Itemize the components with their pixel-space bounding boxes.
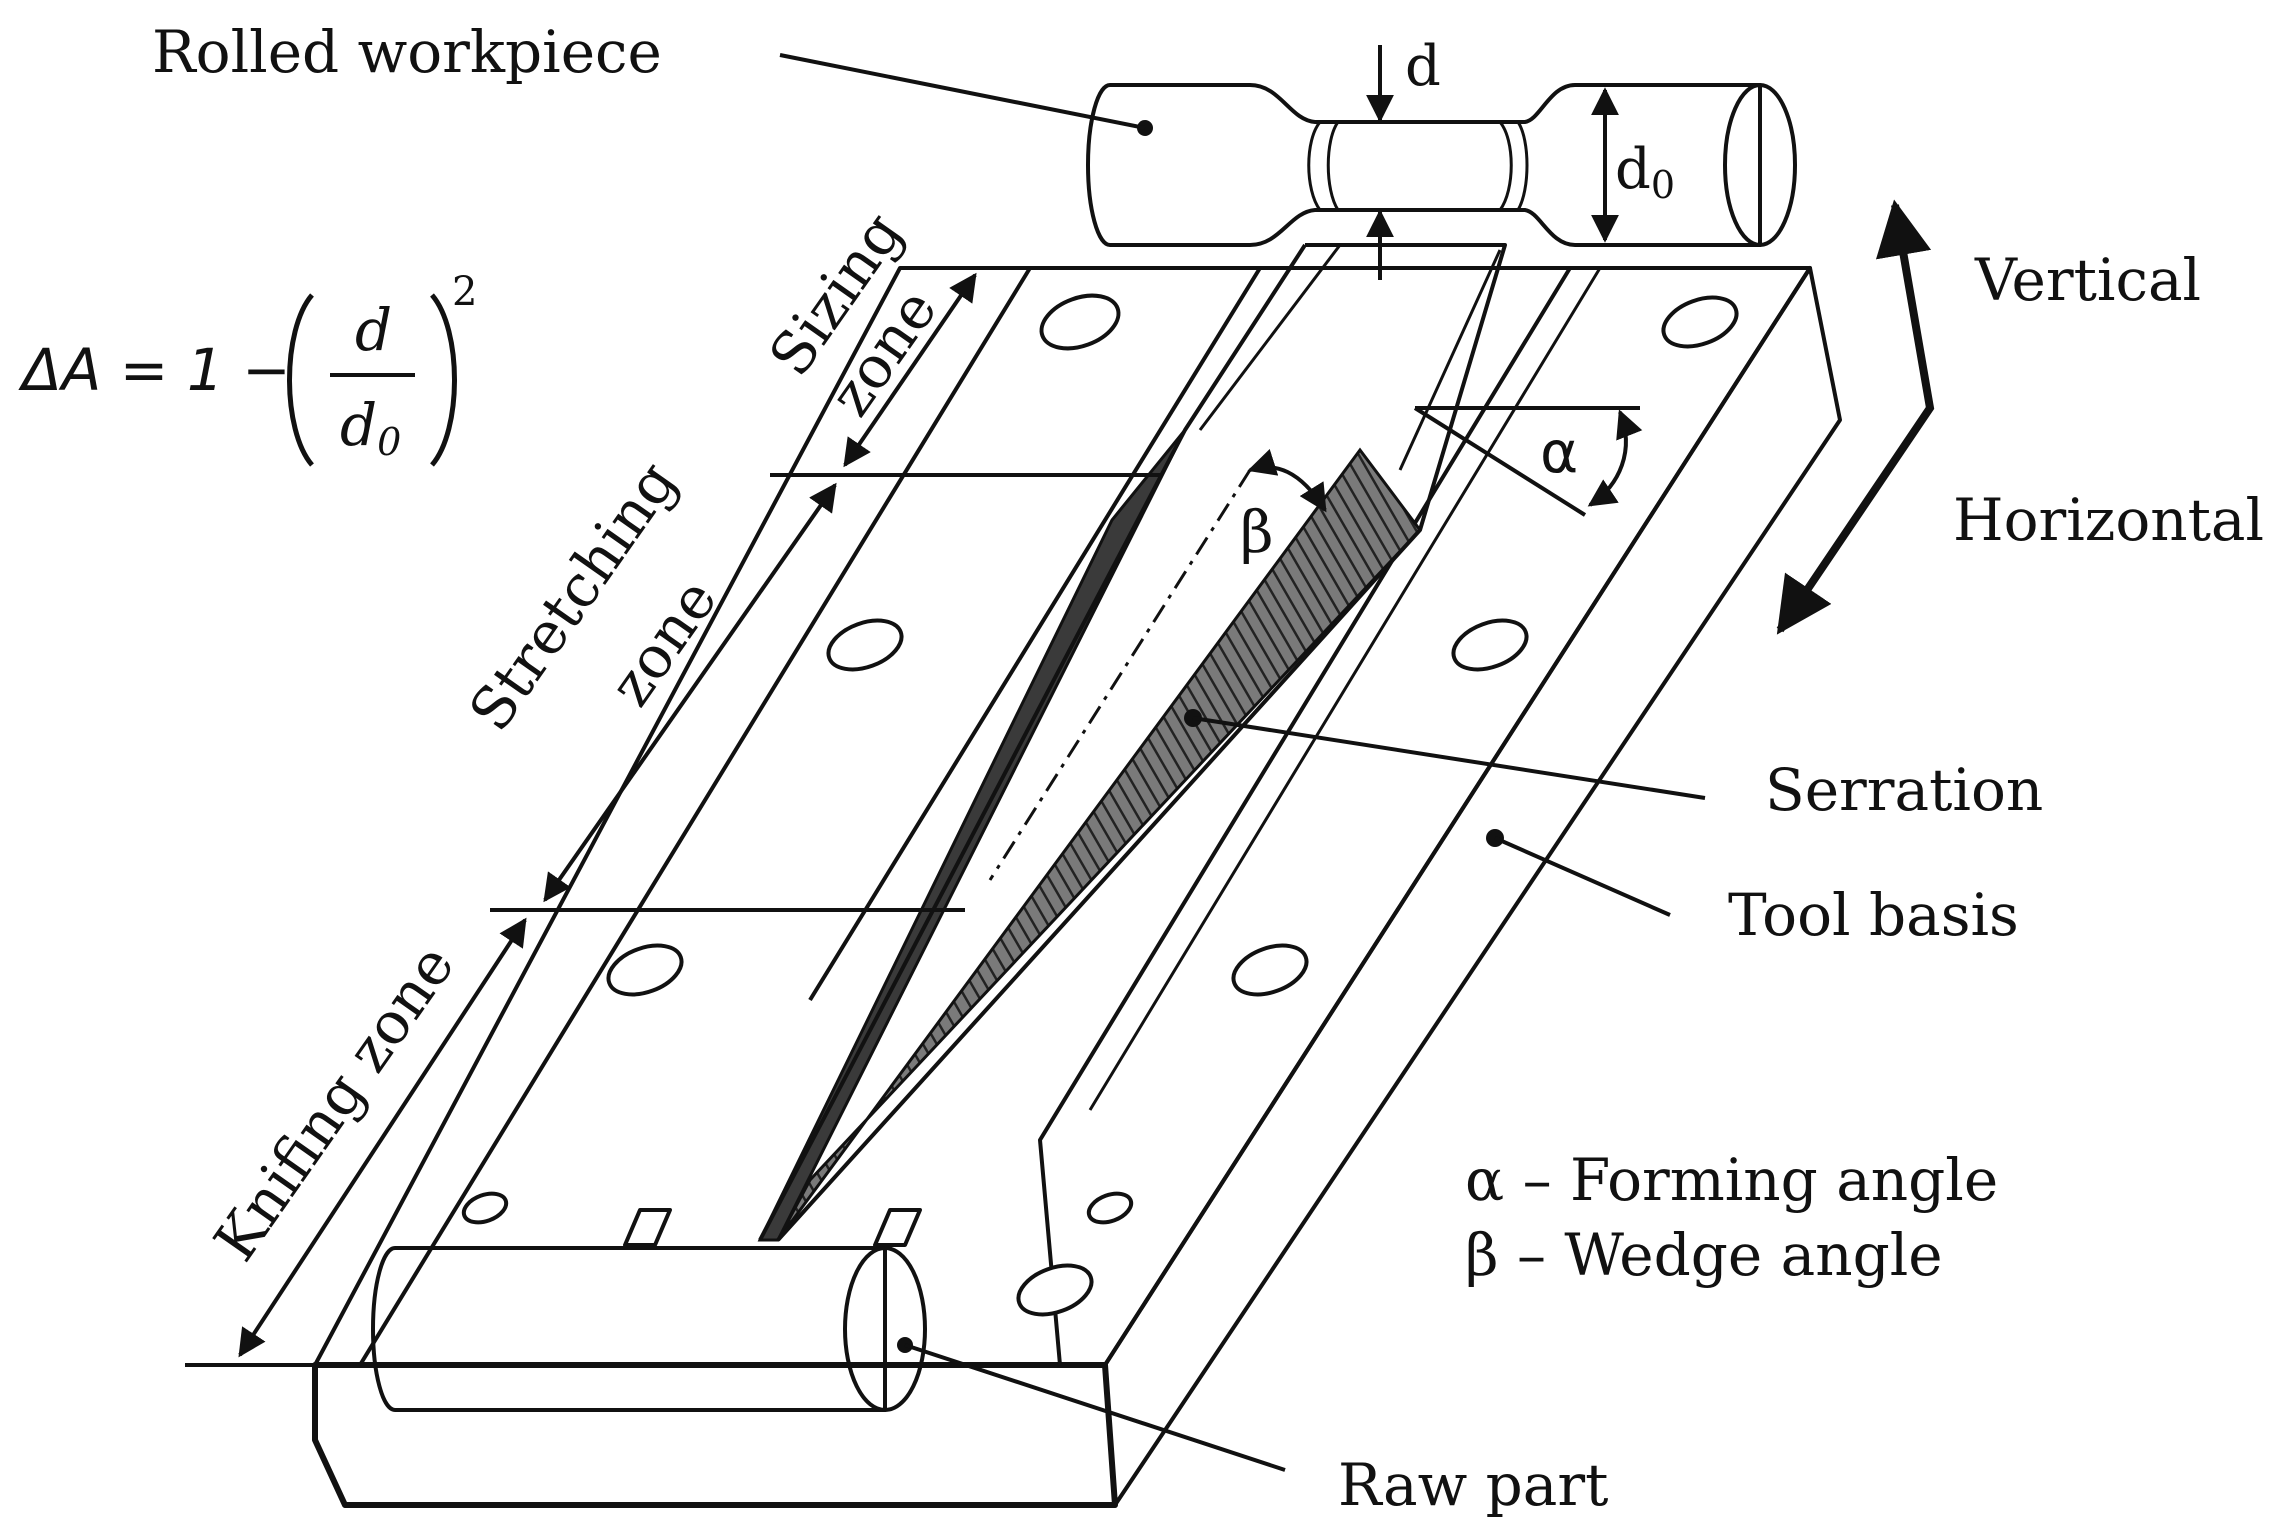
raw-part-cylinder [371, 1246, 927, 1412]
wedge-tool [623, 243, 1507, 1247]
zone-dimensions [185, 266, 1260, 1367]
beta-angle [1247, 448, 1327, 513]
vertical-label: Vertical [1974, 246, 2201, 314]
alpha-angle [1413, 406, 1643, 517]
d-label: d [1405, 34, 1441, 99]
serration-surface [776, 447, 1422, 1241]
raw-part-label: Raw part [1338, 1451, 1608, 1519]
formula-exponent: 2 [452, 269, 477, 315]
motion-arrows [1776, 199, 1935, 635]
leader-lines [779, 53, 1706, 1472]
formula-numerator: d [355, 296, 392, 364]
serration-label: Serration [1765, 756, 2043, 824]
rolled-workpiece-shape [1086, 83, 1797, 247]
tool-basis-label: Tool basis [1728, 881, 2019, 949]
alpha-label: α [1540, 418, 1578, 486]
horizontal-label: Horizontal [1953, 486, 2264, 554]
d0-label: d0 [1615, 137, 1675, 207]
area-reduction-formula: ΔA = 1 − d d0 2 [18, 269, 477, 467]
formula-denominator: d0 [340, 391, 401, 464]
formula-lhs: ΔA = 1 − [18, 336, 291, 404]
beta-label: β [1240, 498, 1274, 566]
rolled-workpiece-label: Rolled workpiece [152, 18, 662, 86]
legend-beta: β – Wedge angle [1465, 1221, 1943, 1289]
legend-alpha: α – Forming angle [1465, 1146, 1998, 1214]
d-dimension [1360, 45, 1520, 280]
knifing-zone-label: Knifing zone [201, 933, 468, 1273]
